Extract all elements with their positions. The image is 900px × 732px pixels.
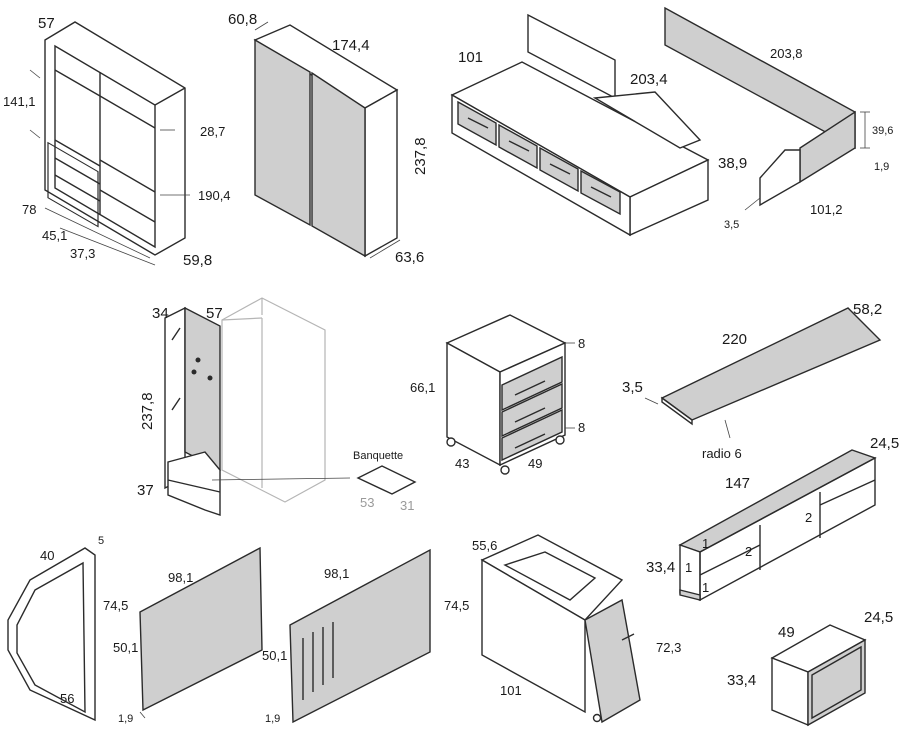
tv-unit-diagram: 24,5 147 33,4 1 1 1 2 2 [646, 435, 899, 602]
sliding-width-label: 174,4 [332, 37, 370, 54]
frame-width-label: 40 [40, 548, 54, 563]
drawer-height-label: 66,1 [410, 380, 435, 395]
sliding-wardrobe-diagram: 60,8 174,4 237,8 63,6 [228, 11, 429, 266]
cube-depth-label: 24,5 [864, 609, 893, 626]
tv-depth-label: 24,5 [870, 435, 899, 452]
corner-width-label: 57 [206, 305, 223, 322]
desk-depth-label: 58,2 [853, 301, 882, 318]
wardrobe-d3-label: 78 [22, 202, 36, 217]
tv-num-1a: 1 [702, 536, 709, 551]
tv-num-2b: 2 [805, 510, 812, 525]
frame-depth-label: 5 [98, 535, 104, 547]
cabinet-width-label: 101 [500, 683, 522, 698]
slotted-thickness-label: 1,9 [265, 713, 280, 725]
tv-length-label: 147 [725, 475, 750, 492]
wardrobe-d5-label: 37,3 [70, 246, 95, 261]
sliding-height-label: 237,8 [412, 137, 429, 175]
frame-base-label: 56 [60, 691, 74, 706]
guard-thickness-label: 1,9 [874, 161, 889, 173]
cube-height-label: 33,4 [727, 672, 756, 689]
slotted-panel-diagram: 98,1 50,1 1,9 [262, 548, 431, 725]
desk-cabinet-diagram: 55,6 74,5 101 72,3 [444, 534, 681, 724]
drawer-depth-label: 49 [528, 456, 542, 471]
guard-end-label: 101,2 [810, 202, 843, 217]
panel-thickness-label: 1,9 [118, 713, 133, 725]
slotted-width-label: 98,1 [324, 566, 349, 581]
tv-num-1b: 1 [685, 560, 692, 575]
tv-num-1c: 1 [702, 580, 709, 595]
desk-length-label: 220 [722, 331, 747, 348]
drawer-width-label: 43 [455, 456, 469, 471]
bench-label: Banquette [353, 450, 403, 462]
guard-height-label: 39,6 [872, 125, 893, 137]
bed-width-label: 101 [458, 49, 483, 66]
bed-length-label: 203,4 [630, 71, 668, 88]
drawer-bed-diagram: 101 203,4 38,9 [450, 13, 747, 237]
panel-width-label: 98,1 [168, 570, 193, 585]
cube-width-label: 49 [778, 624, 795, 641]
frame-diagram: 40 5 56 [7, 535, 104, 722]
cabinet-door-label: 72,3 [656, 640, 681, 655]
bed-height-label: 38,9 [718, 155, 747, 172]
panel-inner-label: 50,1 [113, 640, 138, 655]
sliding-depth-label: 60,8 [228, 11, 257, 28]
wardrobe-depth-label: 59,8 [183, 252, 212, 269]
corner-height-label: 237,8 [139, 392, 156, 430]
cabinet-depth-label: 55,6 [472, 538, 497, 553]
cube-diagram: 49 24,5 33,4 [727, 609, 893, 727]
tv-height-label: 33,4 [646, 559, 675, 576]
wardrobe-height-label: 141,1 [3, 94, 36, 109]
desk-top-diagram: 220 58,2 3,5 radio 6 [622, 301, 882, 461]
corner-unit-diagram: 34 57 237,8 37 Banquette 53 31 [137, 297, 417, 516]
plain-panel-diagram: 98,1 74,5 50,1 1,9 [103, 546, 263, 725]
panel-height-label: 74,5 [103, 598, 128, 613]
wardrobe-d2-label: 190,4 [198, 188, 231, 203]
slotted-inner-label: 50,1 [262, 648, 287, 663]
wardrobe-d4-label: 45,1 [42, 228, 67, 243]
bench-depth-label: 31 [400, 498, 414, 513]
drawer-top-label: 8 [578, 336, 585, 351]
tv-num-2a: 2 [745, 544, 752, 559]
drawer-bottom-label: 8 [578, 420, 585, 435]
cabinet-height-label: 74,5 [444, 598, 469, 613]
wardrobe-width-label: 57 [38, 15, 55, 32]
bed-guard-diagram: 203,8 39,6 1,9 101,2 3,5 [664, 6, 893, 231]
guard-small-label: 3,5 [724, 219, 739, 231]
drawer-unit-diagram: 66,1 8 8 43 49 [410, 314, 585, 475]
corner-side-label: 34 [152, 305, 169, 322]
desk-radius-label: radio 6 [702, 446, 742, 461]
bench-width-label: 53 [360, 495, 374, 510]
desk-thickness-label: 3,5 [622, 379, 643, 396]
wardrobe-d1-label: 28,7 [200, 124, 225, 139]
corner-base-label: 37 [137, 482, 154, 499]
open-wardrobe-diagram: 57 141,1 28,7 190,4 78 45,1 37,3 59,8 [3, 15, 231, 269]
guard-length-label: 203,8 [770, 46, 803, 61]
sliding-base-label: 63,6 [395, 249, 424, 266]
